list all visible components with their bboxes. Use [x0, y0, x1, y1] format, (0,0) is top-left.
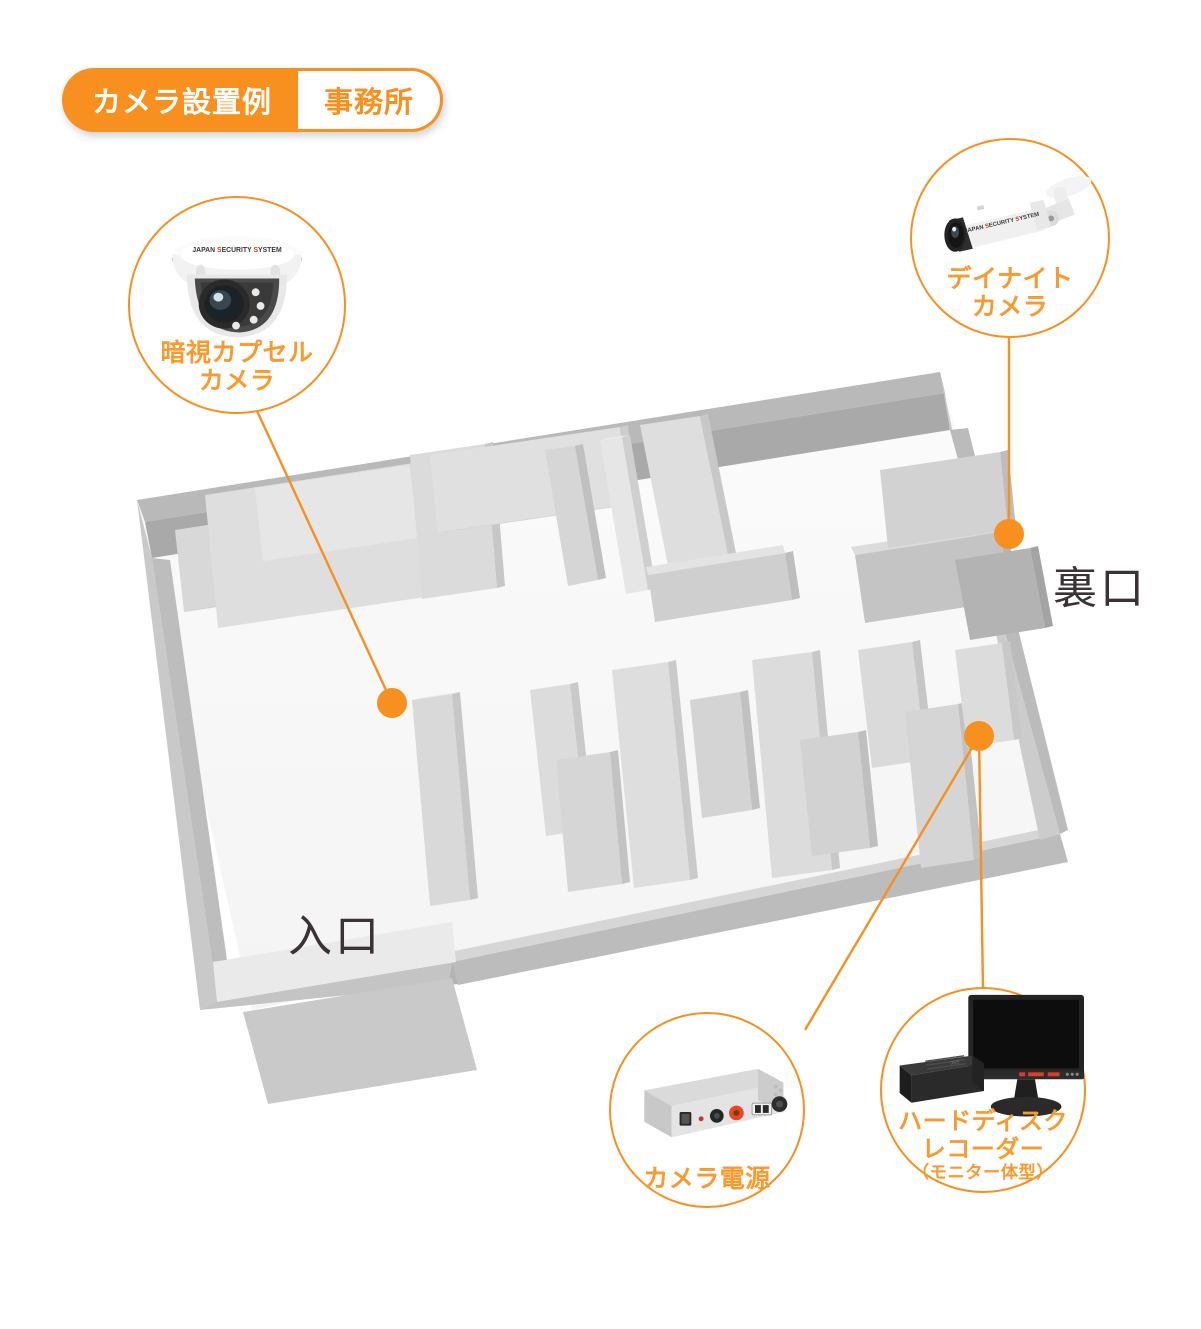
callout-power-supply[interactable]: カメラ電源	[609, 1012, 805, 1208]
marker-dome	[377, 688, 407, 718]
callout-power-title: カメラ電源	[643, 1165, 771, 1194]
callout-dome-title: 暗視カプセル	[160, 338, 314, 367]
callout-bullet-title: デイナイト	[946, 264, 1074, 293]
callout-bullet-subtitle: カメラ	[971, 293, 1049, 322]
header-badge: カメラ設置例 事務所	[62, 68, 444, 132]
callout-bullet-camera[interactable]: JAPAN SECURITY SYSTEM デイナイト カメラ	[910, 138, 1110, 338]
desk-cluster	[412, 640, 1022, 906]
callout-hdd-recorder[interactable]: JSS ハードディスク レコーダー （モニター体型）	[880, 987, 1086, 1193]
callout-recorder-subtitle: レコーダー	[921, 1135, 1045, 1163]
entrance-threshold	[213, 922, 456, 1002]
callout-bullet-label: デイナイト カメラ	[946, 265, 1073, 323]
entrance-mat	[243, 978, 477, 1104]
callout-recorder-note: （モニター体型）	[911, 1162, 1055, 1183]
badge-primary-label: カメラ設置例	[62, 68, 299, 132]
callout-connectors	[250, 336, 1011, 1031]
callout-power-label: カメラ電源	[643, 1165, 771, 1194]
callout-dome-subtitle: カメラ	[198, 367, 276, 396]
partition-walls	[545, 414, 800, 622]
badge-secondary-label: 事務所	[298, 68, 444, 132]
bullet-camera-icon: JAPAN SECURITY SYSTEM	[944, 175, 1092, 252]
callout-dome-label: 暗視カプセル カメラ	[160, 339, 313, 397]
camera-position-markers	[377, 519, 1024, 751]
dome-camera-icon: JAPAN SECURITY SYSTEM	[172, 236, 302, 338]
label-back-entrance: 裏口	[1053, 564, 1147, 613]
label-entrance: 入口	[288, 912, 382, 961]
callout-recorder-label: ハードディスク レコーダー （モニター体型）	[898, 1108, 1068, 1183]
svg-text:JSS: JSS	[950, 1059, 960, 1066]
marker-recorder	[964, 721, 994, 751]
power-supply-icon	[644, 1068, 788, 1138]
marker-bullet	[994, 519, 1024, 549]
callout-dome-camera[interactable]: JAPAN SECURITY SYSTEM 暗視カプセル カメラ	[128, 196, 346, 414]
room-walls-right	[851, 450, 1053, 640]
hdd-recorder-icon: JSS	[899, 994, 1084, 1117]
svg-text:JAPAN SECURITY SYSTEM: JAPAN SECURITY SYSTEM	[192, 247, 282, 254]
callout-recorder-title: ハードディスク	[898, 1107, 1068, 1135]
